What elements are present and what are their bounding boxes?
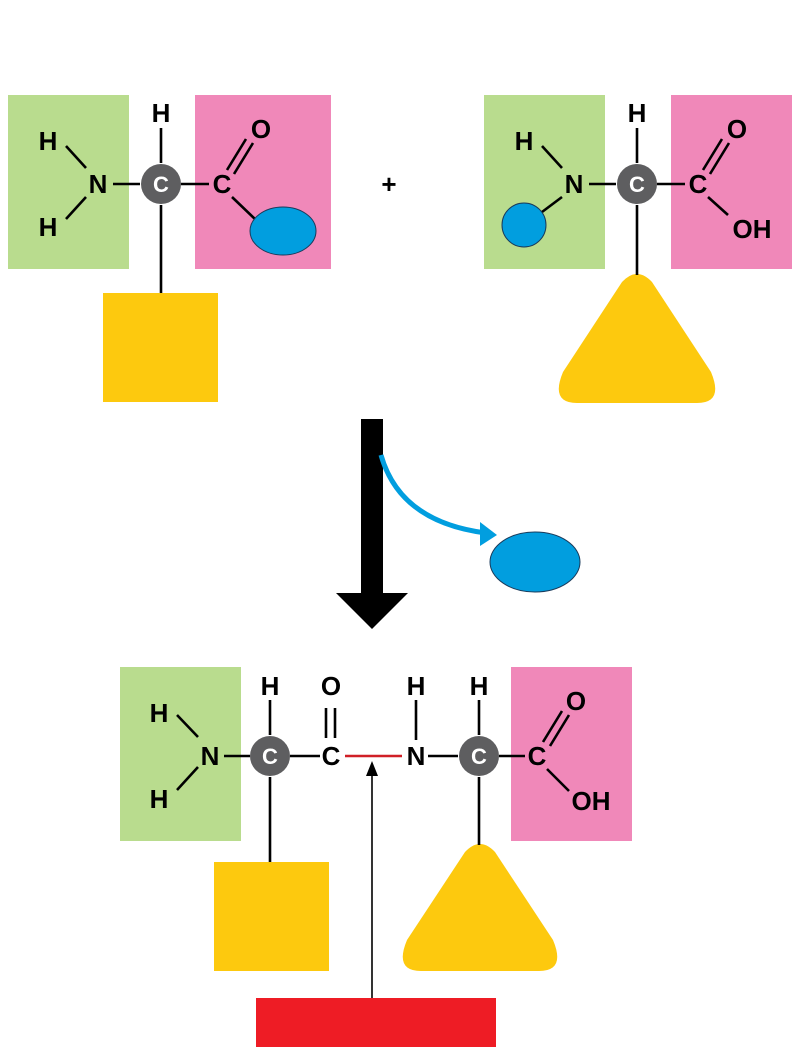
curved-arrow [378, 454, 487, 536]
leaving-group-oval [249, 206, 317, 256]
atom-oh: OH [733, 214, 772, 244]
atom-h: H [152, 98, 171, 128]
alpha-carbon-label: C [629, 172, 645, 197]
alpha-carbon-label: C [153, 172, 169, 197]
atom-n: N [89, 169, 108, 199]
alpha-carbon [617, 164, 657, 204]
atom-h: H [470, 671, 489, 701]
carboxyl-group-box [511, 667, 632, 841]
reaction-arrow [336, 419, 581, 629]
dipeptide: C C H N H H O C H N H C O OH [120, 667, 632, 971]
plus-sign: + [381, 169, 396, 199]
amino-acid-1: C H N H H C O [8, 95, 331, 402]
atom-o: O [727, 114, 747, 144]
atom-h: H [515, 126, 534, 156]
atom-c: C [689, 169, 708, 199]
amino-group-box [120, 667, 241, 841]
atom-n: N [201, 741, 220, 771]
atom-o: O [321, 671, 341, 701]
alpha-carbon [141, 164, 181, 204]
atom-h: H [39, 212, 58, 242]
atom-h: H [150, 698, 169, 728]
atom-c: C [213, 169, 232, 199]
alpha-carbon [250, 736, 290, 776]
arrow-shaft [361, 419, 383, 593]
arrow-head [336, 593, 408, 629]
side-chain-triangle [558, 274, 716, 403]
side-chain-square [103, 293, 218, 402]
leaving-group-circle [501, 202, 547, 248]
peptide-bond-label-box [256, 998, 496, 1047]
atom-o: O [566, 686, 586, 716]
alpha-carbon-label: C [471, 744, 487, 769]
atom-oh: OH [572, 786, 611, 816]
alpha-carbon-label: C [262, 744, 278, 769]
atom-c: C [322, 741, 341, 771]
atom-h: H [407, 671, 426, 701]
atom-h: H [628, 98, 647, 128]
curved-arrow-head [480, 522, 497, 546]
side-chain-triangle [402, 844, 558, 971]
atom-h: H [39, 126, 58, 156]
atom-o: O [251, 114, 271, 144]
atom-h: H [261, 671, 280, 701]
amino-group-box [8, 95, 129, 269]
carboxyl-group-box [671, 95, 792, 269]
peptide-bond-pointer [256, 761, 496, 1047]
amino-group-box [484, 95, 605, 269]
atom-n: N [407, 741, 426, 771]
atom-h: H [150, 784, 169, 814]
amino-acid-2: C H N H C O OH [484, 95, 792, 403]
atom-c: C [528, 741, 547, 771]
atom-n: N [565, 169, 584, 199]
released-group-oval [489, 531, 581, 593]
side-chain-square [214, 862, 329, 971]
alpha-carbon [459, 736, 499, 776]
pointer-arrowhead [366, 761, 378, 776]
